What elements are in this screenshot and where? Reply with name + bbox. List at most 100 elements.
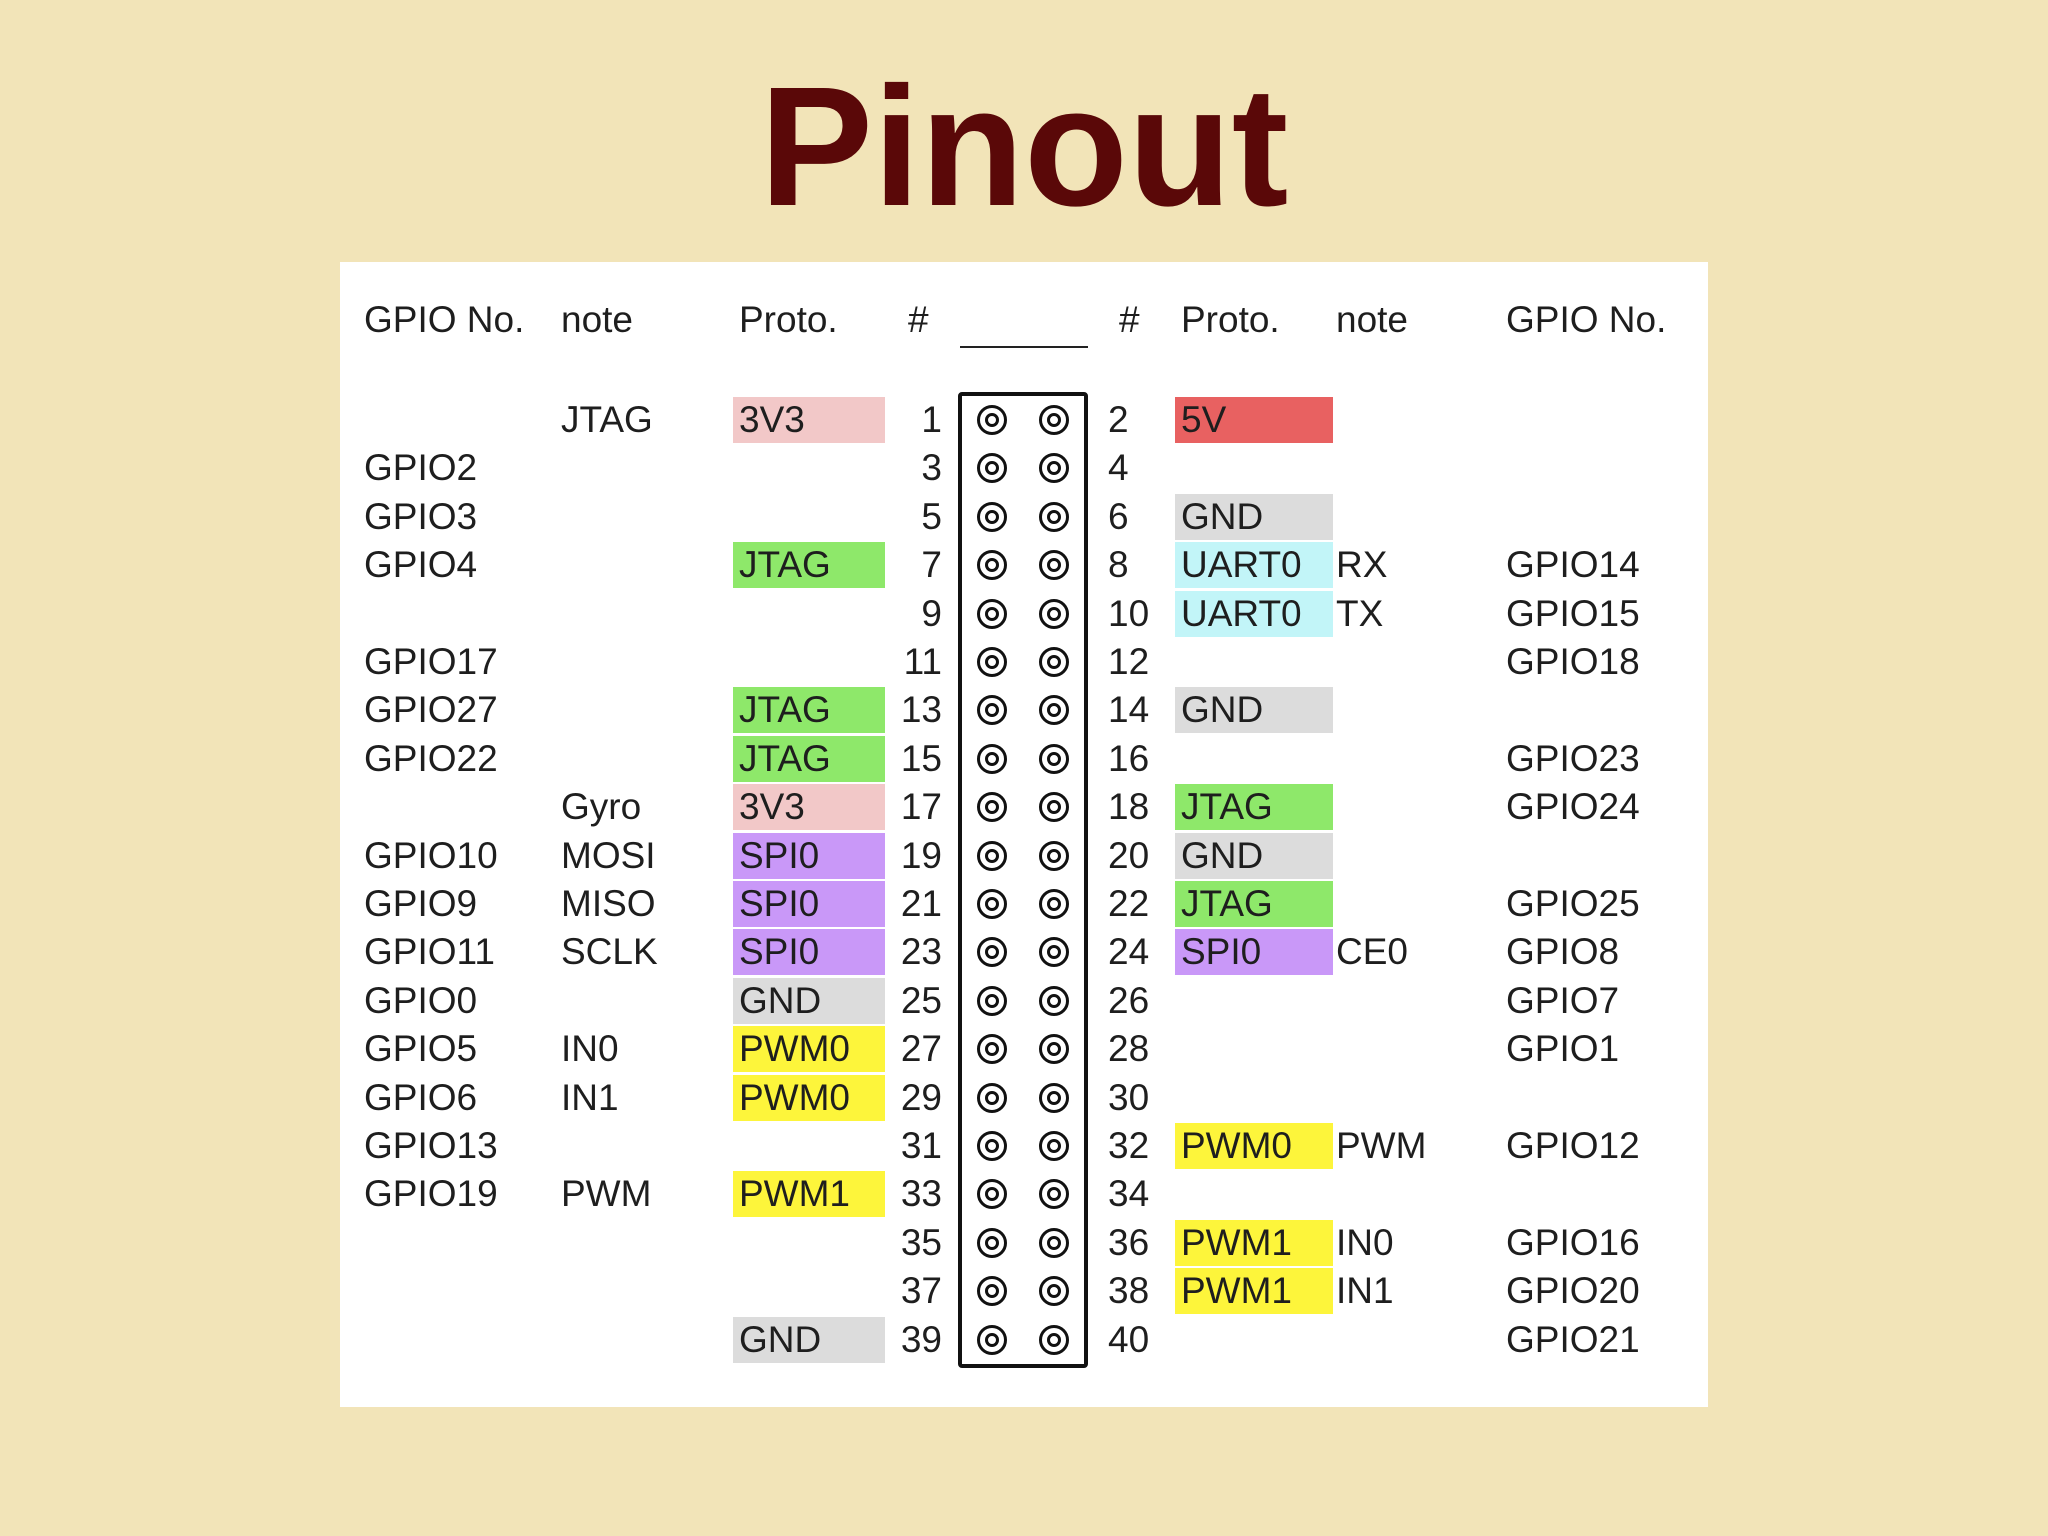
- page-title: Pinout: [759, 52, 1289, 242]
- pin-hole-odd-icon: [977, 986, 1007, 1016]
- left-note-cell: [561, 494, 711, 540]
- right-proto-cell: PWM1: [1175, 1220, 1333, 1266]
- right-gpio-cell: [1506, 1075, 1686, 1121]
- right-pin-number: 34: [1108, 1173, 1150, 1214]
- right-pin-number: 8: [1108, 544, 1129, 585]
- left-gpio-cell: GPIO17: [364, 641, 498, 682]
- left-proto-cell: [733, 1268, 885, 1314]
- left-proto-cell: SPI0: [733, 929, 885, 975]
- pin-hole-even-icon: [1039, 1179, 1069, 1209]
- left-pin-number: 17: [900, 786, 942, 827]
- right-pin-number: 2: [1108, 399, 1129, 440]
- pin-hole-odd-icon: [977, 937, 1007, 967]
- left-note-cell: PWM: [561, 1173, 652, 1214]
- pin-hole-even-icon: [1039, 792, 1069, 822]
- pin-hole-even-icon: [1039, 1325, 1069, 1355]
- pin-hole-odd-icon: [977, 1325, 1007, 1355]
- right-pin-number: 40: [1108, 1319, 1150, 1360]
- left-pin-number: 9: [921, 593, 942, 634]
- pin-hole-odd-icon: [977, 453, 1007, 483]
- left-note-cell: [561, 1220, 711, 1266]
- pin-hole-even-icon: [1039, 1131, 1069, 1161]
- right-gpio-cell: [1506, 833, 1686, 879]
- right-note-cell: [1336, 784, 1486, 830]
- pin-hole-even-icon: [1039, 986, 1069, 1016]
- left-note-cell: IN1: [561, 1077, 619, 1118]
- pin-hole-even-icon: [1039, 841, 1069, 871]
- left-proto-cell: GND: [733, 1317, 885, 1363]
- right-note-cell: [1336, 881, 1486, 927]
- right-proto-cell: [1175, 736, 1333, 782]
- right-pin-number: 6: [1108, 496, 1129, 537]
- pin-hole-even-icon: [1039, 647, 1069, 677]
- right-gpio-cell: [1506, 1171, 1686, 1217]
- left-note-cell: [561, 1123, 711, 1169]
- right-pin-number: 36: [1108, 1222, 1150, 1263]
- left-proto-cell: GND: [733, 978, 885, 1024]
- right-note-cell: [1336, 1075, 1486, 1121]
- pin-hole-odd-icon: [977, 1034, 1007, 1064]
- right-pin-number: 16: [1108, 738, 1150, 779]
- right-proto-cell: GND: [1175, 833, 1333, 879]
- left-proto-cell: [733, 1220, 885, 1266]
- left-gpio-cell: [364, 1317, 544, 1363]
- right-pin-number: 28: [1108, 1028, 1150, 1069]
- right-proto-cell: GND: [1175, 687, 1333, 733]
- pin-hole-even-icon: [1039, 502, 1069, 532]
- left-pin-number: 29: [900, 1077, 942, 1118]
- right-note-cell: [1336, 978, 1486, 1024]
- left-note-cell: [561, 1317, 711, 1363]
- right-gpio-cell: GPIO15: [1506, 593, 1640, 634]
- left-pin-number: 39: [900, 1319, 942, 1360]
- left-gpio-cell: [364, 1268, 544, 1314]
- left-pin-number: 15: [900, 738, 942, 779]
- left-proto-cell: 3V3: [733, 397, 885, 443]
- header-right-note: note: [1336, 299, 1409, 340]
- header-left-note: note: [561, 299, 634, 340]
- left-note-cell: IN0: [561, 1028, 619, 1069]
- left-gpio-cell: GPIO3: [364, 496, 478, 537]
- left-proto-cell: PWM0: [733, 1026, 885, 1072]
- pin-hole-odd-icon: [977, 647, 1007, 677]
- left-pin-number: 37: [900, 1270, 942, 1311]
- right-proto-cell: SPI0: [1175, 929, 1333, 975]
- left-gpio-cell: GPIO13: [364, 1125, 498, 1166]
- right-pin-number: 38: [1108, 1270, 1150, 1311]
- header-left-pin-number: #: [908, 299, 929, 340]
- left-proto-cell: PWM1: [733, 1171, 885, 1217]
- pin-hole-odd-icon: [977, 1179, 1007, 1209]
- pin-hole-odd-icon: [977, 744, 1007, 774]
- right-gpio-cell: GPIO21: [1506, 1319, 1640, 1360]
- left-gpio-cell: GPIO4: [364, 544, 478, 585]
- left-gpio-cell: GPIO19: [364, 1173, 498, 1214]
- left-note-cell: [561, 591, 711, 637]
- left-gpio-cell: GPIO10: [364, 835, 498, 876]
- right-pin-number: 22: [1108, 883, 1150, 924]
- header-underline: [960, 346, 1088, 348]
- left-pin-number: 7: [921, 544, 942, 585]
- pin-hole-even-icon: [1039, 695, 1069, 725]
- pin-hole-even-icon: [1039, 744, 1069, 774]
- left-note-cell: [561, 1268, 711, 1314]
- left-gpio-cell: [364, 591, 544, 637]
- right-proto-cell: PWM0: [1175, 1123, 1333, 1169]
- left-note-cell: [561, 736, 711, 782]
- left-note-cell: MISO: [561, 883, 656, 924]
- left-proto-cell: JTAG: [733, 542, 885, 588]
- right-note-cell: IN1: [1336, 1270, 1394, 1311]
- pin-hole-even-icon: [1039, 550, 1069, 580]
- pinout-table-panel: [340, 262, 1708, 1407]
- left-pin-number: 35: [900, 1222, 942, 1263]
- header-right-proto: Proto.: [1181, 299, 1280, 340]
- pin-hole-odd-icon: [977, 1228, 1007, 1258]
- right-proto-cell: [1175, 1075, 1333, 1121]
- left-pin-number: 21: [900, 883, 942, 924]
- left-gpio-cell: [364, 784, 544, 830]
- right-gpio-cell: [1506, 445, 1686, 491]
- right-pin-number: 30: [1108, 1077, 1150, 1118]
- left-gpio-cell: [364, 397, 544, 443]
- pin-hole-odd-icon: [977, 1131, 1007, 1161]
- right-proto-cell: [1175, 639, 1333, 685]
- right-note-cell: RX: [1336, 544, 1388, 585]
- pin-header-outline: [958, 392, 1088, 1368]
